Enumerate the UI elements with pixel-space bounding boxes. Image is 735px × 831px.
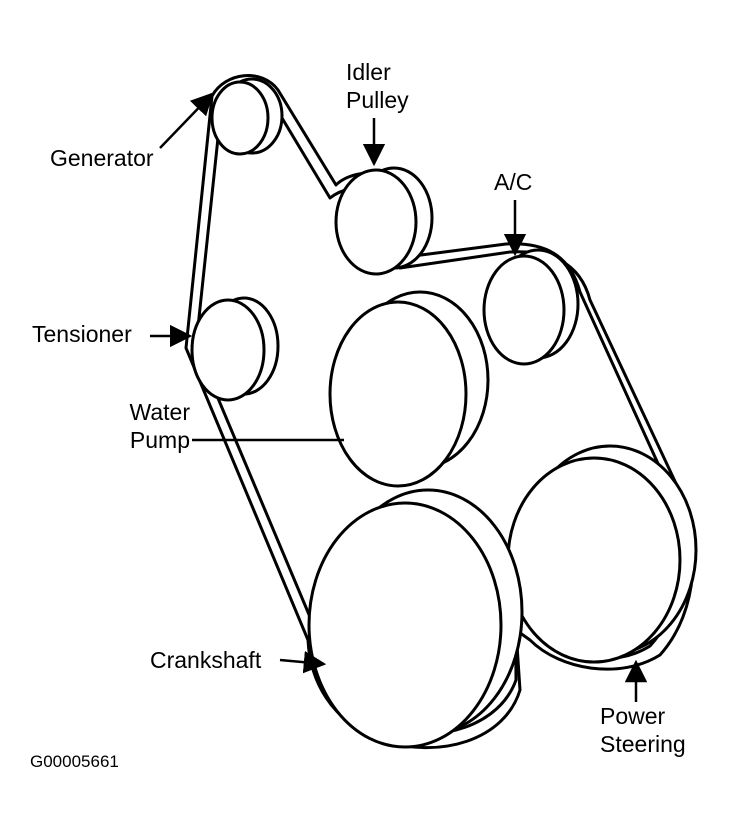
- label-idler-line2: Pulley: [346, 87, 409, 113]
- label-idler-line1: Idler: [346, 59, 391, 85]
- label-tensioner: Tensioner: [32, 321, 132, 347]
- crankshaft-leader: [279, 650, 327, 674]
- label-water-line1: Water: [129, 399, 191, 425]
- label-water-line2: Pump: [129, 427, 190, 453]
- label-power-steering: Power Steering: [600, 702, 686, 758]
- generator-leader: [159, 92, 214, 149]
- crankshaft-pulley: [307, 488, 524, 749]
- label-ps-line1: Power: [600, 703, 666, 729]
- leader-lines: [150, 92, 648, 702]
- tensioner-pulley: [190, 296, 280, 402]
- figure-code: G00005661: [30, 752, 119, 771]
- water-pump-pulley: [328, 290, 490, 488]
- label-water-pump: Water Pump: [110, 398, 191, 454]
- label-crankshaft: Crankshaft: [150, 647, 262, 673]
- power-steering-pulley: [506, 444, 698, 664]
- label-ac: A/C: [494, 169, 533, 195]
- label-generator: Generator: [50, 145, 154, 171]
- label-ps-line2: Steering: [600, 731, 686, 757]
- ac-pulley: [482, 248, 580, 366]
- idler-pulley: [334, 166, 434, 276]
- generator-pulley: [210, 77, 284, 156]
- label-idler-pulley: Idler Pulley: [346, 58, 409, 114]
